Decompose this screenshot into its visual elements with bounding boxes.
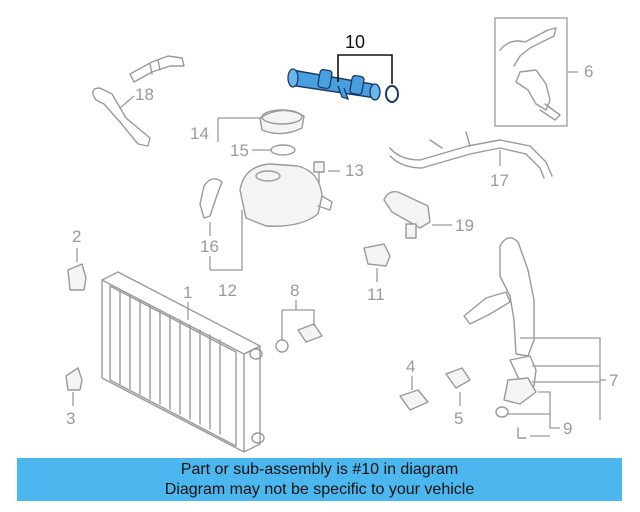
part-12-expansion-tank	[239, 163, 333, 227]
callout-4: 4	[406, 357, 415, 376]
callout-9: 9	[563, 419, 572, 438]
part-3-bracket	[65, 367, 83, 391]
callout-16: 16	[200, 237, 219, 256]
callout-17: 17	[490, 171, 509, 190]
part-2-bracket	[67, 263, 87, 291]
callout-6: 6	[584, 62, 593, 81]
callout-12: 12	[218, 281, 237, 300]
part-6-hose-assembly	[499, 27, 561, 121]
part-7-lower-hose	[463, 237, 537, 391]
parts-diagram: 10 18 6 14 15 13 17 16	[65, 17, 618, 453]
part-16-hose	[199, 178, 223, 219]
callout-2: 2	[72, 227, 81, 246]
banner-line-2: Diagram may not be specific to your vehi…	[164, 481, 475, 498]
part-15-cap-seal	[270, 144, 296, 156]
part-10-o-ring[interactable]	[385, 85, 399, 103]
callout-18: 18	[135, 85, 154, 104]
callout-11: 11	[367, 285, 385, 304]
part-9-fittings	[495, 377, 537, 439]
callout-8: 8	[290, 281, 299, 300]
part-19-valve	[383, 190, 431, 239]
callout-7: 7	[609, 371, 618, 390]
part-14-reservoir-cap	[259, 109, 305, 135]
callout-10: 10	[345, 32, 365, 52]
part-8-temp-sensor	[275, 323, 323, 353]
callout-14: 14	[190, 124, 209, 143]
callout-15: 15	[230, 141, 249, 160]
part-18-hose	[92, 55, 185, 147]
part-6-inset-box	[494, 17, 568, 127]
part-11-connector	[363, 243, 391, 267]
part-4-switch	[399, 389, 429, 411]
callout-1: 1	[183, 283, 192, 302]
callout-5: 5	[454, 409, 463, 428]
callout-19: 19	[455, 216, 474, 235]
part-1-radiator	[101, 271, 265, 453]
callout-13: 13	[345, 161, 364, 180]
part-17-hose	[389, 131, 553, 179]
part-10-coolant-flange[interactable]	[287, 68, 381, 101]
part-5-switch	[445, 367, 471, 389]
banner-line-1: Part or sub-assembly is #10 in diagram	[180, 461, 459, 478]
info-banner: Part or sub-assembly is #10 in diagram D…	[17, 458, 622, 501]
callout-3: 3	[66, 409, 75, 428]
